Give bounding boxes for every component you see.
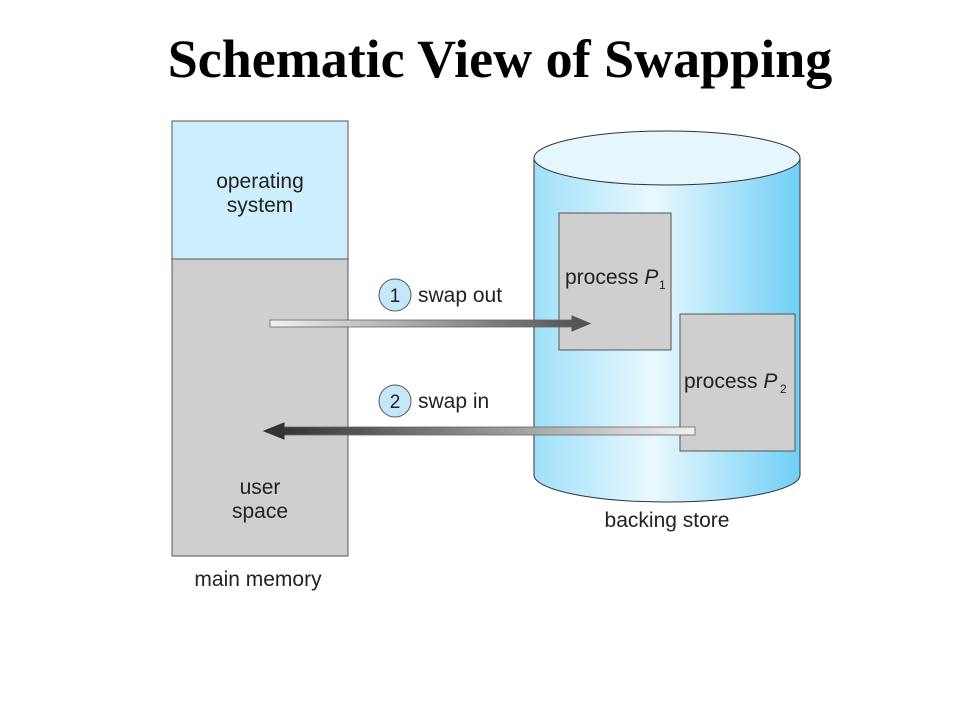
step-2-label: swap in: [418, 390, 489, 413]
user-space-label-line1: user: [240, 476, 281, 499]
process-p2-label: process P: [684, 370, 777, 393]
step-1-number: 1: [390, 286, 401, 307]
cylinder-top: [533, 130, 801, 186]
step-1-badge: [378, 278, 412, 312]
step-2-badge: [378, 384, 412, 418]
step-2: 2 swap in: [378, 384, 489, 418]
user-space-region: [171, 258, 349, 557]
process-p1-subscript: 1: [659, 278, 666, 292]
os-label-line1: operating: [216, 170, 304, 193]
swap-in-arrow: [262, 422, 696, 440]
main-memory-caption: main memory: [194, 568, 322, 591]
os-region: [171, 120, 349, 260]
process-p2-subscript: 2: [780, 382, 787, 396]
page-title: Schematic View of Swapping: [167, 29, 833, 89]
step-1: 1 swap out: [378, 278, 502, 312]
backing-store-caption: backing store: [605, 509, 730, 532]
process-p1-box: process P 1: [558, 212, 672, 351]
main-memory: operating system user space main memory: [171, 120, 349, 591]
os-label-line2: system: [227, 194, 294, 217]
user-space-label-line2: space: [232, 500, 288, 523]
step-1-label: swap out: [418, 284, 502, 307]
step-2-number: 2: [390, 392, 401, 413]
process-p1-label: process P: [565, 266, 658, 289]
swap-out-arrow: [269, 315, 592, 332]
process-p2-box: process P 2: [679, 313, 796, 452]
